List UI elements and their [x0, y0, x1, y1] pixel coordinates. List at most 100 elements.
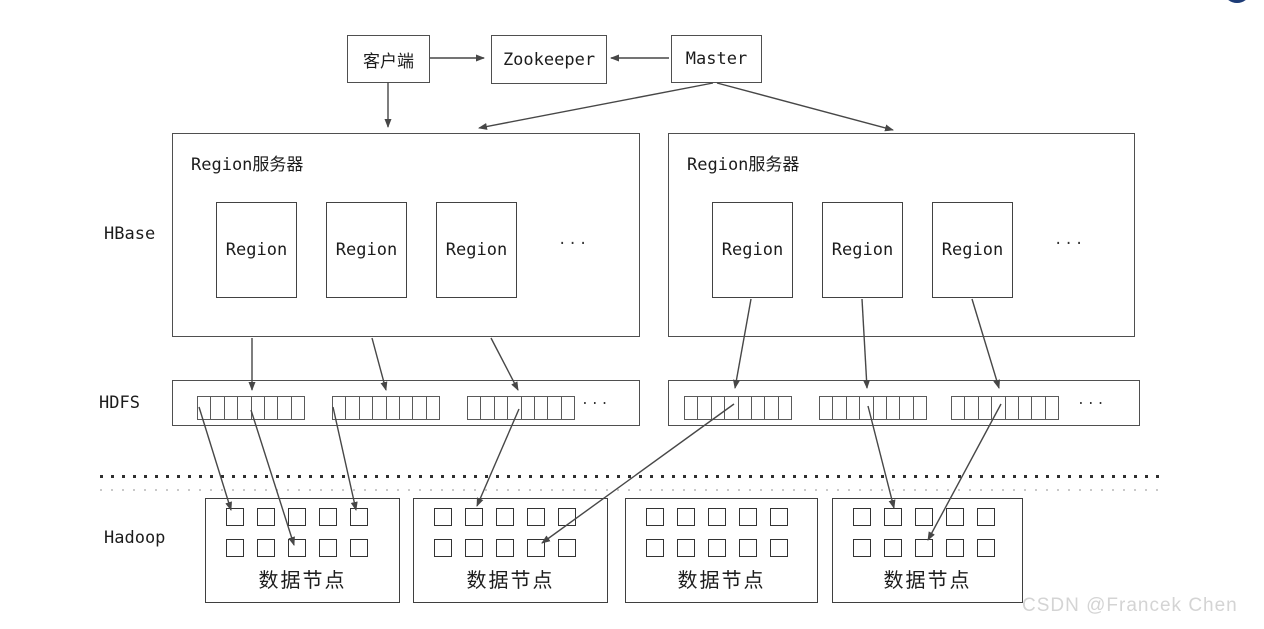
data-block-square	[350, 539, 368, 557]
data-block-square	[946, 539, 964, 557]
data-block-square	[434, 508, 452, 526]
data-block-square	[946, 508, 964, 526]
hdfs-box-1: ...	[172, 380, 640, 426]
datanode-label: 数据节点	[677, 568, 766, 592]
hdfs-block-cell	[899, 397, 912, 419]
data-block-square	[646, 508, 664, 526]
node-zookeeper: Zookeeper	[491, 35, 607, 84]
region-label: Region	[225, 240, 288, 260]
hdfs-block-cell	[198, 397, 210, 419]
region-server-box-2: Region服务器 Region Region Region ...	[668, 133, 1135, 337]
datanode-box-4: 数据节点	[832, 498, 1023, 603]
data-block-square	[465, 539, 483, 557]
hdfs-block-cell	[533, 397, 547, 419]
region-label: Region	[335, 240, 398, 260]
data-block-square	[226, 508, 244, 526]
hdfs-block-cell	[507, 397, 520, 419]
data-block-square	[770, 539, 788, 557]
block-square-row	[626, 539, 788, 557]
datanode-box-1: 数据节点	[205, 498, 400, 603]
arrow-master-to-region-server-1	[478, 82, 714, 130]
hdfs-block-cell	[468, 397, 480, 419]
hdfs-block-cell	[480, 397, 493, 419]
zookeeper-label: Zookeeper	[502, 49, 596, 70]
layer-label-hadoop: Hadoop	[104, 528, 166, 548]
block-square-row	[626, 508, 788, 526]
hdfs-block-cell	[737, 397, 751, 419]
ellipsis-regions: ...	[558, 232, 590, 248]
data-block-square	[496, 539, 514, 557]
data-block-square	[884, 508, 902, 526]
datanode-label: 数据节点	[258, 568, 347, 592]
region-label: Region	[721, 240, 784, 260]
block-square-row	[206, 539, 368, 557]
hdfs-block-cell	[885, 397, 899, 419]
data-block-square	[884, 539, 902, 557]
hdfs-block-cell	[859, 397, 872, 419]
data-block-square	[977, 508, 995, 526]
data-block-square	[434, 539, 452, 557]
ellipsis-hdfs: ...	[581, 393, 611, 408]
hdfs-block-cell	[872, 397, 886, 419]
data-block-square	[677, 539, 695, 557]
ellipsis-hdfs: ...	[1077, 393, 1107, 408]
hdfs-block-strip-3	[467, 396, 575, 420]
hdfs-block-cell	[372, 397, 385, 419]
data-block-square	[288, 539, 306, 557]
data-block-square	[319, 508, 337, 526]
hdfs-block-cell	[210, 397, 223, 419]
data-block-square	[558, 508, 576, 526]
datanode-box-2: 数据节点	[413, 498, 608, 603]
hdfs-block-cell	[710, 397, 724, 419]
hdfs-block-cell	[250, 397, 264, 419]
hdfs-block-cell	[764, 397, 777, 419]
hdfs-block-cell	[520, 397, 534, 419]
region-server-title: Region服务器	[191, 155, 304, 175]
hdfs-block-cell	[237, 397, 250, 419]
hdfs-block-cell	[820, 397, 832, 419]
data-block-square	[350, 508, 368, 526]
region-server-box-1: Region服务器 Region Region Region ...	[172, 133, 640, 337]
hdfs-block-cell	[1044, 397, 1058, 419]
arrow-master-to-region-server-2	[716, 82, 894, 132]
data-block-square	[319, 539, 337, 557]
hdfs-block-cell	[750, 397, 764, 419]
block-square-row	[414, 508, 576, 526]
hdfs-block-cell	[412, 397, 425, 419]
hdfs-block-strip-1	[197, 396, 305, 420]
data-block-square	[739, 508, 757, 526]
block-square-row	[206, 508, 368, 526]
hdfs-block-cell	[952, 397, 964, 419]
node-client: 客户端	[347, 35, 430, 83]
region-box: Region	[436, 202, 517, 298]
client-label: 客户端	[363, 51, 414, 72]
watermark: CSDN @Francek Chen	[1022, 595, 1238, 616]
hdfs-block-cell	[560, 397, 574, 419]
hdfs-block-cell	[263, 397, 277, 419]
region-box: Region	[216, 202, 297, 298]
hdfs-block-cell	[845, 397, 859, 419]
datanode-label: 数据节点	[466, 568, 555, 592]
data-block-square	[739, 539, 757, 557]
hdfs-block-cell	[493, 397, 507, 419]
region-box: Region	[326, 202, 407, 298]
region-row: Region Region Region	[669, 202, 1013, 298]
region-box: Region	[712, 202, 793, 298]
datanode-label: 数据节点	[883, 568, 972, 592]
hdfs-block-cell	[425, 397, 439, 419]
hdfs-block-cell	[333, 397, 345, 419]
hdfs-block-cell	[1004, 397, 1018, 419]
hdfs-block-cell	[912, 397, 926, 419]
hdfs-block-cell	[223, 397, 237, 419]
hdfs-block-cell	[964, 397, 977, 419]
hdfs-block-cell	[547, 397, 560, 419]
master-label: Master	[685, 49, 748, 69]
data-block-square	[708, 508, 726, 526]
data-block-square	[257, 508, 275, 526]
hdfs-block-cell	[724, 397, 737, 419]
data-block-square	[465, 508, 483, 526]
block-square-row	[414, 539, 576, 557]
hdfs-block-cell	[290, 397, 304, 419]
data-block-square	[853, 508, 871, 526]
